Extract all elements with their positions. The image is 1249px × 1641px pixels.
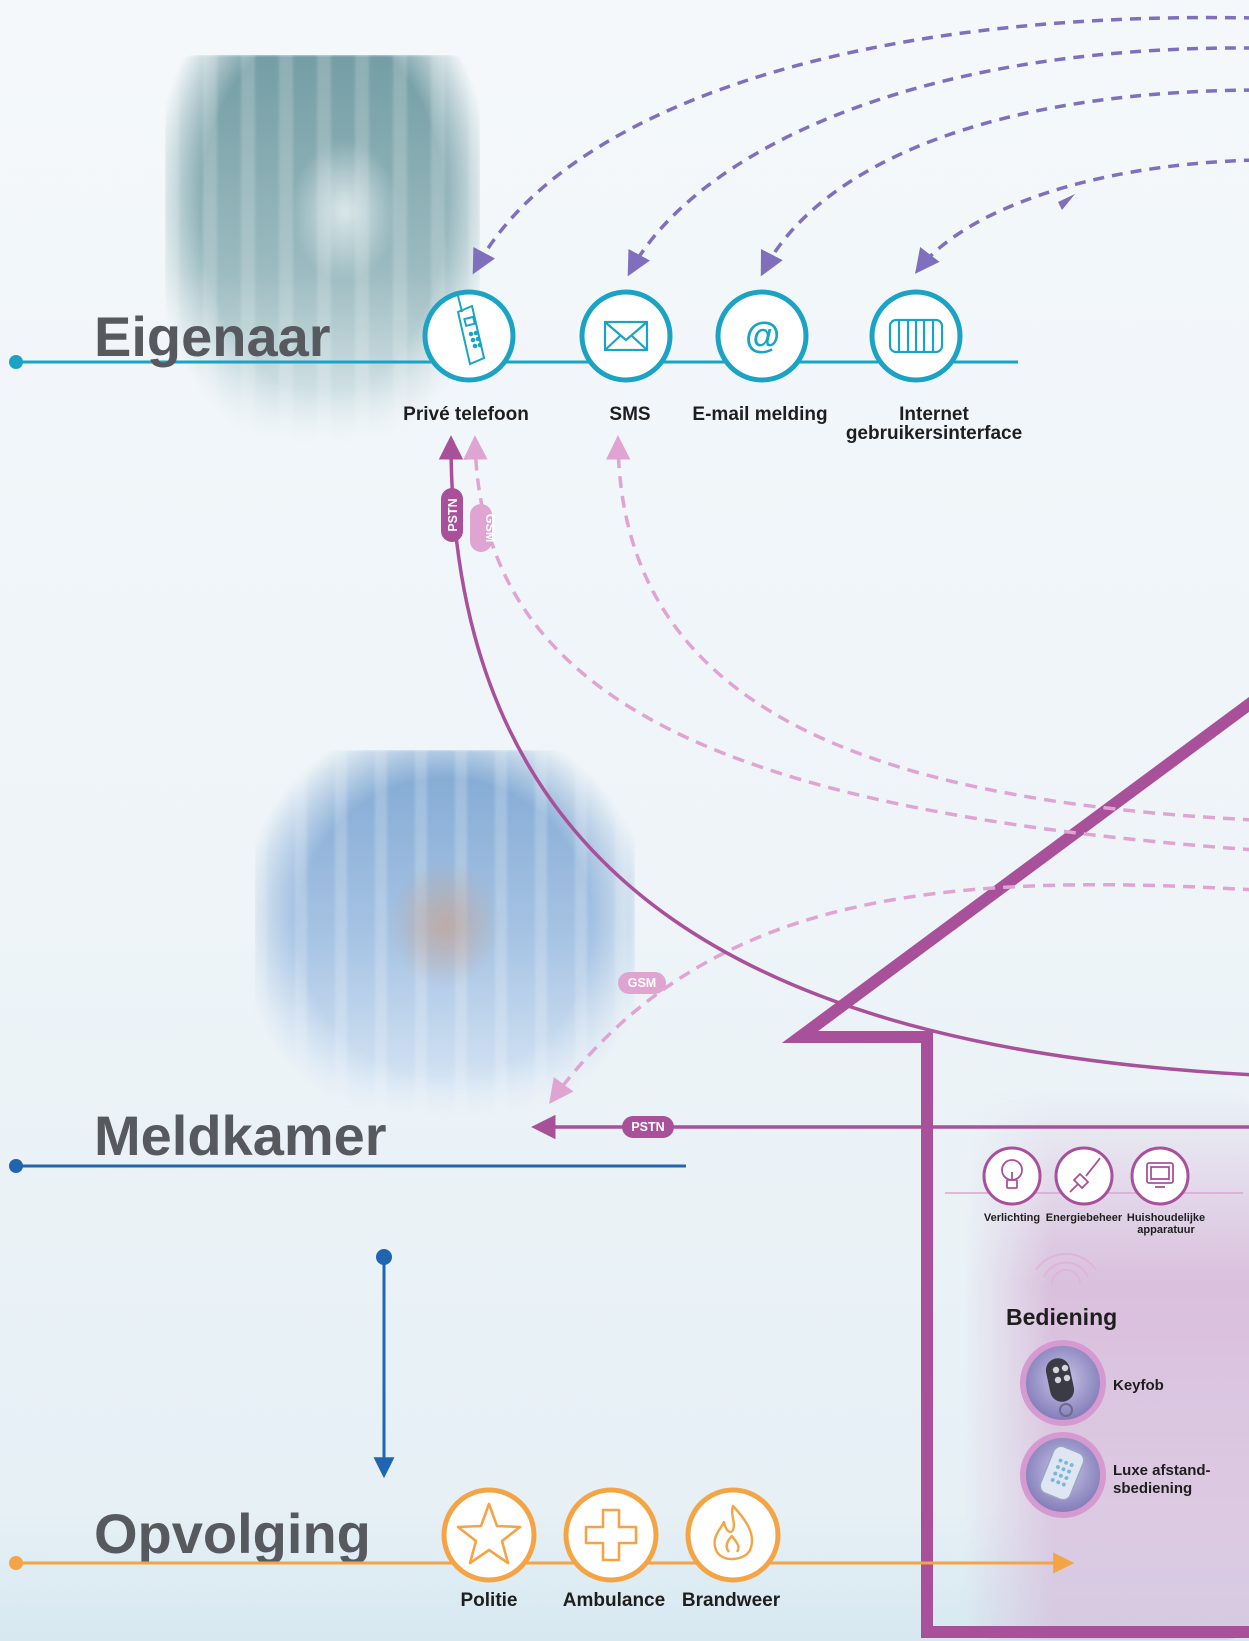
controls-title: Bediening	[1006, 1304, 1117, 1330]
internet-link-sms	[627, 46, 1249, 277]
police-label: Politie	[460, 1590, 517, 1611]
gsm-link-monitoring	[549, 882, 1249, 1104]
household-appliances-device[interactable]: Huishoudelijke apparatuur	[1127, 1146, 1205, 1236]
email-alert-label: E-mail melding	[692, 404, 827, 425]
energy-management-device[interactable]: Energiebeheer	[1046, 1146, 1123, 1224]
fire-service[interactable]: Brandweer	[682, 1487, 781, 1611]
pstn-link-phone	[438, 435, 1249, 1077]
deluxe-remote-label-line2: sbediening	[1113, 1480, 1192, 1497]
pstn-badge-owner: PSTN	[441, 488, 463, 542]
deluxe-remote-control[interactable]: Luxe afstand- sbediening	[1020, 1432, 1211, 1518]
followup-baseline-dot	[9, 1556, 23, 1570]
private-phone-channel[interactable]: Privé telefoon	[403, 289, 529, 425]
ambulance-label: Ambulance	[563, 1590, 665, 1611]
svg-text:GSM: GSM	[628, 976, 656, 990]
lighting-label: Verlichting	[984, 1212, 1040, 1224]
email-alert-channel[interactable]: @ E-mail melding	[692, 289, 828, 425]
household-appliances-label-line2: apparatuur	[1137, 1224, 1195, 1236]
internet-interface-channel[interactable]: Internet gebruikersinterface	[846, 289, 1022, 444]
internet-link-phone	[472, 15, 1249, 275]
owner-title: Eigenaar	[94, 305, 331, 368]
internet-label-line1: Internet	[899, 404, 969, 425]
internet-link-web-arrowhead	[1058, 194, 1075, 210]
remote-keypad-icon	[1039, 1445, 1085, 1501]
sms-label: SMS	[609, 404, 650, 425]
energy-management-label: Energiebeheer	[1046, 1212, 1123, 1224]
envelope-icon	[603, 320, 649, 352]
gsm-badge-owner: GSM	[470, 504, 497, 552]
mobile-phone-icon	[456, 295, 486, 366]
fire-brigade-label: Brandweer	[682, 1590, 781, 1611]
owner-photo	[165, 55, 480, 445]
private-phone-label: Privé telefoon	[403, 404, 529, 425]
owner-baseline-dot	[9, 355, 23, 369]
at-sign-icon: @	[744, 315, 779, 356]
keyfob-control[interactable]: Keyfob	[1020, 1340, 1164, 1426]
power-plug-icon	[1069, 1157, 1101, 1193]
monitoring-title: Meldkamer	[94, 1104, 387, 1167]
star-icon	[456, 1502, 522, 1565]
monitor-icon	[1146, 1162, 1174, 1188]
keyfob-icon	[1045, 1358, 1075, 1417]
flame-icon	[713, 1504, 754, 1561]
household-appliances-label-line1: Huishoudelijke	[1127, 1212, 1205, 1224]
medical-cross-icon	[584, 1508, 638, 1562]
internet-label-line2: gebruikersinterface	[846, 423, 1022, 444]
wireless-signal-icon	[1035, 1252, 1097, 1285]
pstn-badge-monitoring: PSTN	[622, 1116, 674, 1138]
sms-channel[interactable]: SMS	[579, 289, 673, 425]
light-bulb-icon	[1001, 1159, 1023, 1189]
keyfob-label: Keyfob	[1113, 1377, 1164, 1394]
svg-text:PSTN: PSTN	[631, 1120, 664, 1134]
house-outline	[781, 696, 1249, 1638]
internet-link-web	[915, 158, 1249, 274]
deluxe-remote-label-line1: Luxe afstand-	[1113, 1462, 1211, 1479]
lighting-device[interactable]: Verlichting	[982, 1146, 1042, 1224]
police-service[interactable]: Politie	[441, 1487, 537, 1611]
browser-window-icon	[888, 318, 944, 354]
followup-title: Opvolging	[94, 1502, 371, 1565]
ambulance-service[interactable]: Ambulance	[563, 1487, 665, 1611]
internet-link-email	[760, 88, 1249, 277]
svg-text:PSTN: PSTN	[446, 498, 460, 531]
monitoring-station-photo	[255, 750, 635, 1120]
gsm-badge-monitoring: GSM	[618, 972, 666, 994]
svg-text:GSM: GSM	[483, 514, 497, 542]
monitoring-baseline-dot	[9, 1159, 23, 1173]
gsm-link-sms	[605, 435, 1249, 822]
